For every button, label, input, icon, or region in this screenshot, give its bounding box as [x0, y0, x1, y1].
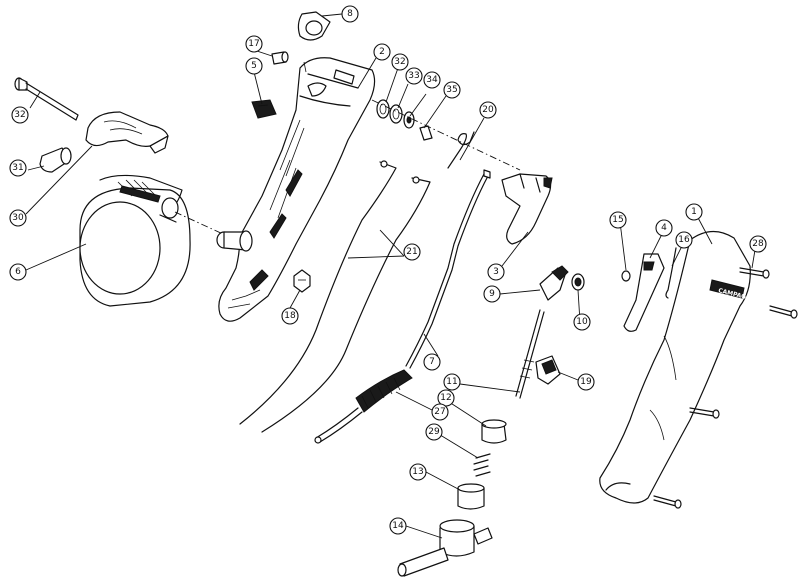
part-block	[251, 99, 277, 119]
part-corrugated-tube	[314, 369, 413, 444]
callout-17: 17	[245, 35, 263, 53]
callout-33: 34	[423, 71, 441, 89]
leader-lines	[25, 13, 757, 539]
callout-4: 4	[655, 219, 673, 237]
part-grub-screw	[271, 51, 289, 65]
callout-8: 8	[341, 5, 359, 23]
part-trigger	[501, 173, 553, 245]
callout-20: 20	[479, 101, 497, 119]
svg-text:31: 31	[12, 163, 23, 173]
svg-text:4: 4	[661, 223, 667, 233]
svg-text:9: 9	[489, 289, 495, 299]
svg-text:21: 21	[406, 247, 417, 257]
part-nut	[293, 269, 311, 293]
part-lever-boss	[216, 230, 253, 252]
svg-text:28: 28	[752, 239, 764, 249]
callout-19: 19	[577, 373, 595, 391]
part-cable	[405, 169, 491, 369]
callout-5: 5	[245, 57, 263, 75]
part-lever-body	[218, 57, 376, 322]
axis-line-lever	[371, 99, 521, 171]
svg-text:2: 2	[379, 47, 385, 57]
svg-text:14: 14	[392, 521, 404, 531]
callout-10: 10	[573, 313, 591, 331]
callout-32a: 32	[391, 53, 409, 71]
svg-text:12: 12	[440, 393, 451, 403]
part-band-clamp	[79, 174, 191, 307]
svg-text:3: 3	[493, 267, 499, 277]
callout-32b: 33	[405, 67, 423, 85]
callout-29: 31	[9, 159, 27, 177]
part-pin	[14, 77, 79, 121]
svg-text:18: 18	[284, 311, 296, 321]
callout-3: 3	[487, 263, 505, 281]
callout-34: 35	[443, 81, 461, 99]
callout-7: 7	[423, 353, 441, 371]
part-valve-stack	[397, 309, 545, 577]
callout-2: 2	[373, 43, 391, 61]
callout-1: 1	[685, 203, 703, 221]
callout-21: 21	[403, 243, 421, 261]
part-washers	[376, 99, 433, 141]
part-spacer	[39, 147, 72, 173]
callout-35: 28	[749, 235, 767, 253]
svg-text:34: 34	[426, 75, 438, 85]
callout-30: 32	[11, 106, 29, 124]
svg-text:7: 7	[429, 357, 435, 367]
svg-text:1: 1	[691, 207, 697, 217]
svg-text:20: 20	[482, 105, 494, 115]
callout-15: 15	[609, 211, 627, 229]
callout-18: 18	[281, 307, 299, 325]
svg-text:15: 15	[612, 215, 623, 225]
callout-13: 13	[409, 463, 427, 481]
callout-11: 11	[443, 373, 461, 391]
callout-28: 30	[9, 209, 27, 227]
svg-text:10: 10	[576, 317, 588, 327]
svg-text:29: 29	[428, 427, 440, 437]
callout-31: 29	[425, 423, 443, 441]
callout-14: 14	[389, 517, 407, 535]
svg-text:33: 33	[408, 71, 419, 81]
svg-text:6: 6	[15, 267, 21, 277]
callout-27: 27	[431, 403, 449, 421]
svg-text:19: 19	[580, 377, 592, 387]
svg-text:13: 13	[412, 467, 423, 477]
part-spring	[447, 131, 475, 169]
svg-text:32: 32	[394, 57, 405, 67]
svg-text:8: 8	[347, 9, 353, 19]
svg-text:35: 35	[446, 85, 457, 95]
svg-text:5: 5	[251, 61, 257, 71]
part-clip	[297, 11, 331, 41]
axis-line-clamp	[174, 211, 237, 241]
callout-16: 16	[675, 231, 693, 249]
part-clamp-half	[85, 111, 169, 154]
svg-text:17: 17	[248, 39, 259, 49]
part-fitting	[535, 355, 561, 385]
callout-9: 9	[483, 285, 501, 303]
svg-text:11: 11	[446, 377, 457, 387]
svg-text:16: 16	[678, 235, 690, 245]
callout-6: 6	[9, 263, 27, 281]
svg-text:27: 27	[434, 407, 445, 417]
part-screws	[653, 267, 798, 509]
callout-12: 12	[437, 389, 455, 407]
svg-text:32: 32	[14, 110, 25, 120]
part-wires	[239, 160, 431, 433]
part-linkage	[539, 265, 585, 301]
part-cover-hardware	[621, 247, 677, 332]
svg-text:30: 30	[12, 213, 24, 223]
